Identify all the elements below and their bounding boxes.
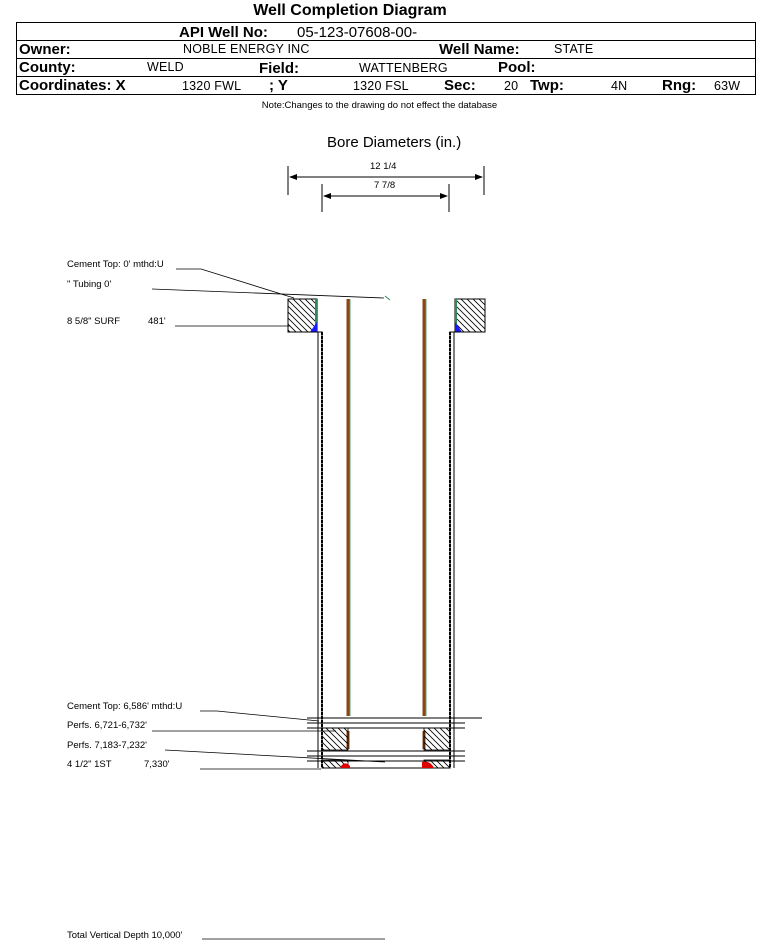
twp-label: Twp: (530, 77, 564, 94)
pool-label: Pool: (498, 59, 536, 76)
prod-shoe-right (422, 761, 434, 768)
owner-value: NOBLE ENERGY INC (183, 42, 310, 56)
county-label: County: (19, 59, 76, 76)
api-value: 05-123-07608-00- (297, 24, 418, 41)
bore-dimension-7-7-8 (321, 184, 450, 212)
cement-top-surface-label: Cement Top: 0' mthd:U (67, 259, 164, 270)
rng-value: 63W (714, 79, 741, 93)
tubing-label: " Tubing 0' (67, 279, 112, 290)
production-casing-label: 4 1/2" 1ST (67, 759, 112, 770)
field-label: Field: (259, 60, 299, 77)
cement-top-production-label: Cement Top: 6,586' mthd:U (67, 701, 183, 712)
surface-shoe-right (455, 322, 462, 332)
leader-lines (151, 268, 386, 940)
total-depth-label: Total Vertical Depth 10,000' (67, 930, 183, 941)
header-row-owner: Owner: NOBLE ENERGY INC Well Name: STATE (16, 40, 756, 59)
header-row-county: County: WELD Field: WATTENBERG Pool: (16, 58, 756, 77)
header-row-api: API Well No: 05-123-07608-00- (16, 22, 756, 41)
owner-label: Owner: (19, 41, 71, 58)
diagram-title: Well Completion Diagram (253, 2, 447, 19)
rng-label: Rng: (662, 77, 697, 94)
well-name-label: Well Name: (439, 41, 520, 58)
perforations-1 (307, 717, 482, 729)
sec-value: 20 (504, 79, 519, 93)
twp-value: 4N (611, 79, 628, 93)
surface-casing-depth: 481' (148, 316, 166, 327)
county-value: WELD (147, 60, 184, 74)
surface-cement-right (454, 298, 486, 333)
perforations-2 (307, 750, 465, 762)
api-label: API Well No: (179, 24, 268, 41)
bore-title: Bore Diameters (in.) (327, 134, 462, 151)
prod-shoe-left (340, 763, 350, 768)
coord-x-value: 1320 FWL (182, 79, 242, 93)
bore-label-12-1-4: 12 1/4 (370, 161, 397, 172)
production-casing-depth: 7,330' (144, 759, 170, 770)
header-row-coordinates: Coordinates: X 1320 FWL ; Y 1320 FSL Sec… (16, 76, 756, 95)
well-name-value: STATE (554, 42, 594, 56)
prod-cement-right (423, 727, 451, 751)
production-casing (288, 331, 485, 769)
bore-dimension-12-1-4 (287, 166, 485, 195)
coord-y-value: 1320 FSL (353, 79, 409, 93)
surface-shoe-left (310, 322, 317, 332)
coord-x-label: Coordinates: X (19, 77, 126, 94)
sec-label: Sec: (444, 77, 476, 94)
bore-label-7-7-8: 7 7/8 (374, 180, 396, 191)
surface-cement-left (287, 298, 318, 333)
surface-casing-label: 8 5/8" SURF (67, 316, 121, 327)
perfs-2-label: Perfs. 7,183-7,232' (67, 740, 147, 751)
perfs-1-label: Perfs. 6,721-6,732' (67, 720, 147, 731)
field-value: WATTENBERG (359, 61, 448, 75)
coord-y-label: ; Y (269, 77, 288, 94)
database-note: Note:Changes to the drawing do not effec… (261, 100, 498, 111)
